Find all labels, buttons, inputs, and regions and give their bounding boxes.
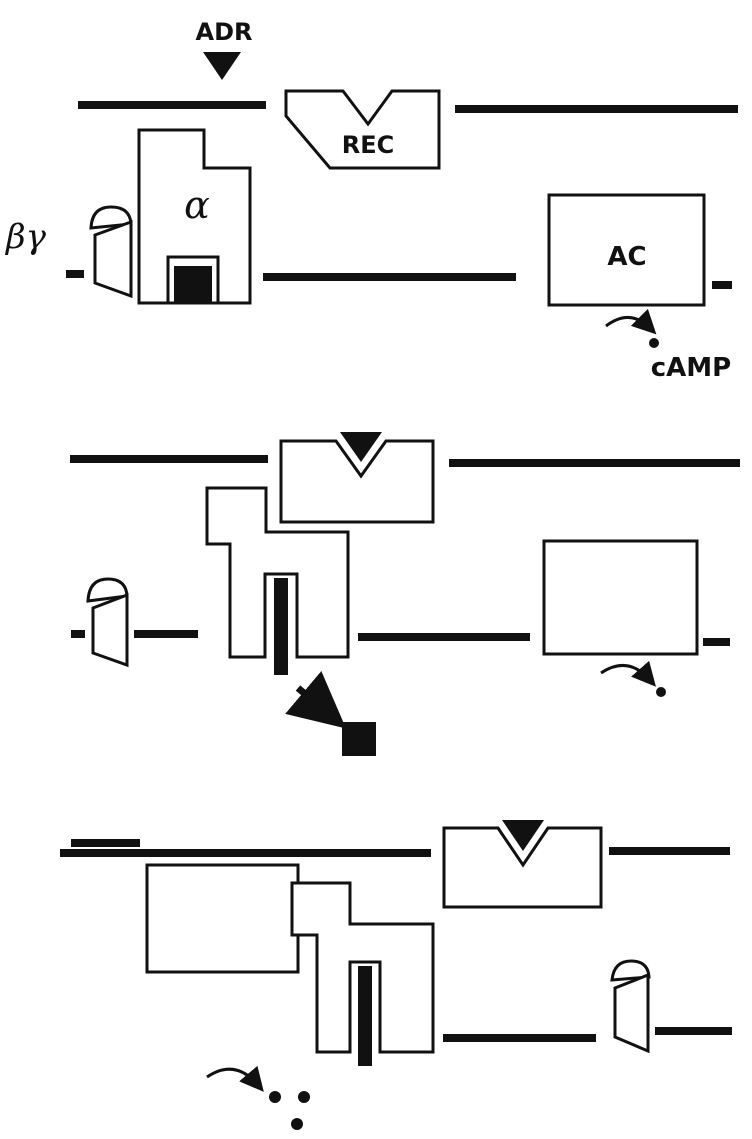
panel-1: ADR REC βγ α AC cAMP [4,18,738,383]
adenylyl-cyclase [544,541,697,654]
adenylyl-cyclase [147,865,298,972]
catalysis-arrow-icon [601,665,650,680]
gdp-molecule-icon [342,722,376,756]
catalysis-arrow-icon [606,317,650,328]
camp-molecule-icon [649,338,659,348]
camp-label: cAMP [651,353,731,383]
adrenaline-ligand-icon [203,52,241,80]
camp-molecule-icon [298,1091,310,1103]
panel-2 [70,432,740,756]
camp-molecule-icon [656,687,666,697]
beta-gamma-label: βγ [4,217,47,257]
camp-molecule-icon [269,1091,281,1103]
adr-label: ADR [196,18,253,46]
rec-label: REC [342,131,395,159]
gdp-molecule-icon [174,266,212,303]
beta-gamma-subunit [615,975,648,1051]
beta-gamma-subunit [93,595,127,665]
gdp-release-arrow-icon [298,688,330,715]
alpha-label: α [184,183,210,227]
ac-label: AC [607,242,646,272]
beta-gamma-subunit [95,222,131,296]
panel-3 [60,820,732,1130]
camp-molecule-icon [291,1118,303,1130]
catalysis-arrow-icon [207,1069,258,1085]
gtp-rod-icon [358,966,372,1066]
gtp-rod-icon [274,578,288,675]
